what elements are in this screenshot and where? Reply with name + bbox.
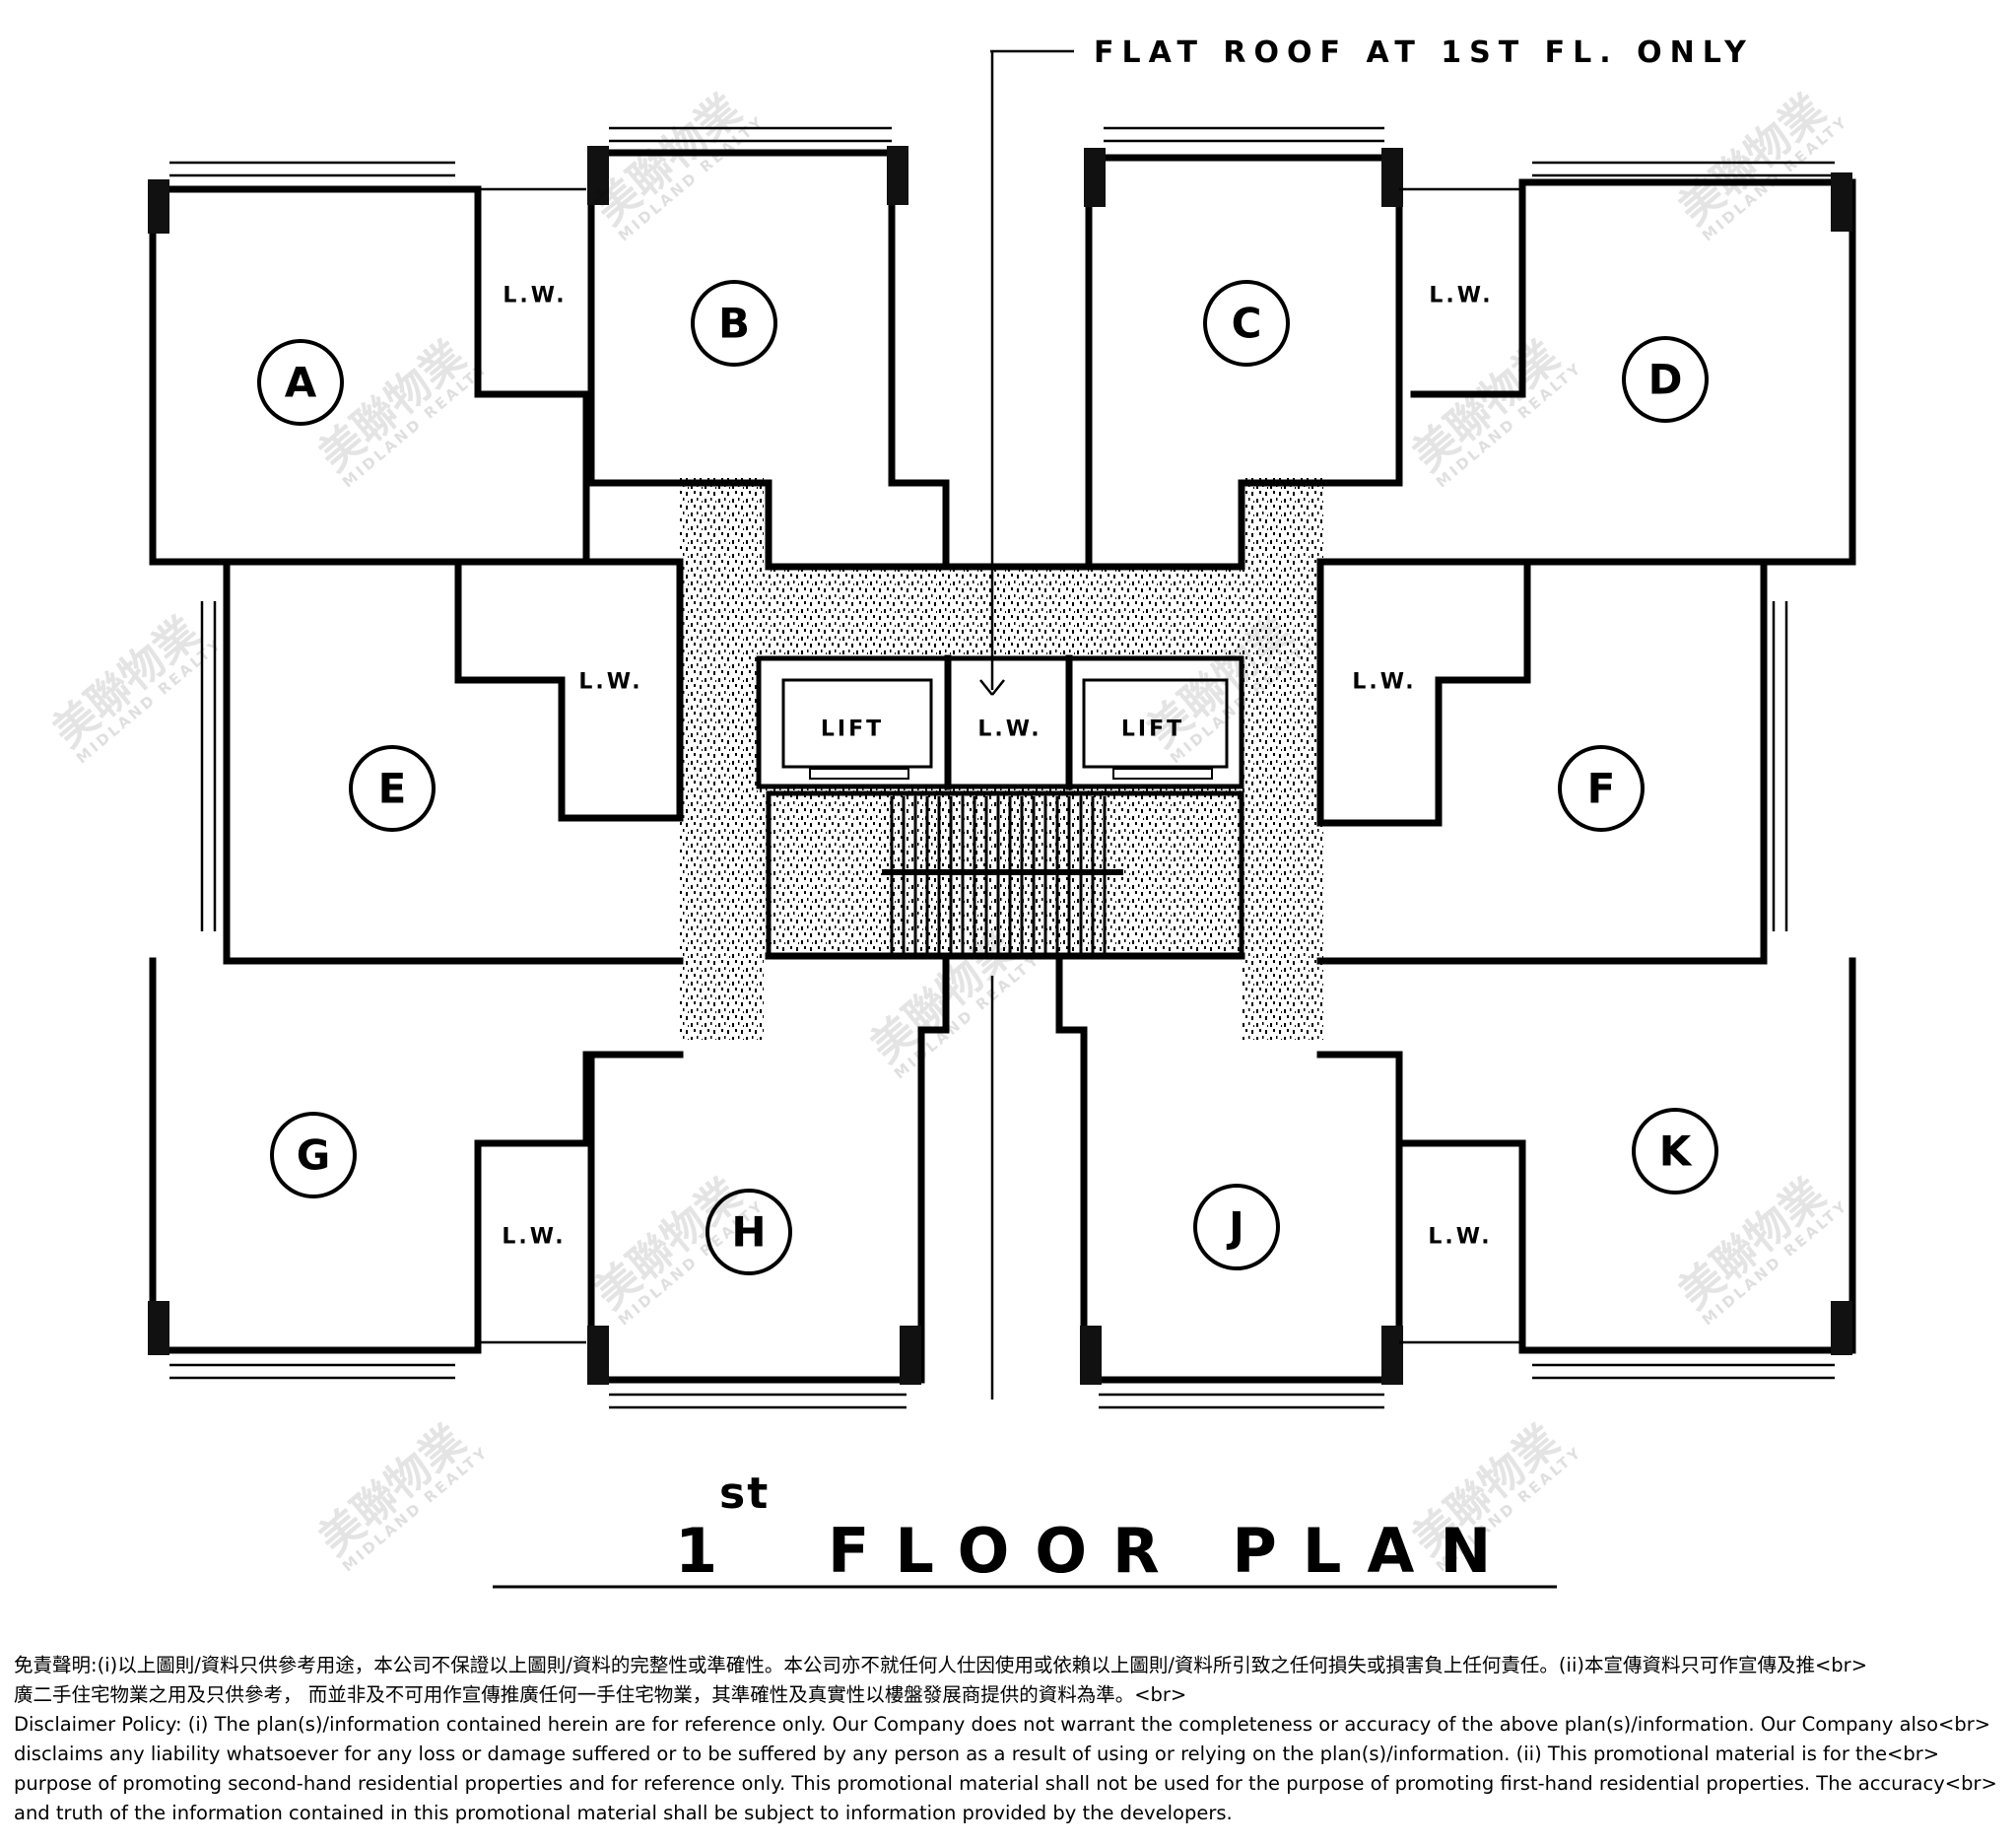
lw-label: L.W.	[502, 1225, 566, 1250]
disclaimer: 免責聲明:(i)以上圖則/資料只供參考用途，本公司不保證以上圖則/資料的完整性或…	[14, 1651, 2004, 1828]
flat-roof-pointer	[979, 49, 1074, 1400]
title-superscript: st	[719, 1469, 770, 1519]
disclaimer-zh-line: 廣二手住宅物業之用及只供參考， 而並非及不可用作宣傳推廣任何一手住宅物業，其準確…	[14, 1683, 1187, 1706]
unit-k-outline	[1399, 957, 1856, 1380]
unit-b-outline	[587, 126, 950, 571]
lift-label: LIFT	[821, 718, 884, 742]
unit-label-a: A	[257, 339, 344, 426]
unit-label-j: J	[1193, 1184, 1280, 1270]
svg-text:K: K	[1659, 1128, 1693, 1176]
unit-f-outline	[1316, 563, 1788, 965]
svg-text:H: H	[731, 1208, 766, 1257]
svg-text:J: J	[1226, 1203, 1244, 1252]
unit-a-outline	[148, 161, 684, 566]
svg-text:D: D	[1648, 356, 1683, 404]
lift-label: LIFT	[1121, 718, 1184, 742]
unit-label-g: G	[270, 1112, 357, 1198]
disclaimer-zh-line: 免責聲明:(i)以上圖則/資料只供參考用途，本公司不保證以上圖則/資料的完整性或…	[14, 1654, 1868, 1676]
disclaimer-en-line: disclaims any liability whatsoever for a…	[14, 1742, 1940, 1765]
lw-label: L.W.	[1429, 284, 1493, 308]
svg-text:F: F	[1587, 765, 1616, 813]
lw-label: L.W.	[1428, 1225, 1492, 1250]
svg-text:G: G	[297, 1131, 330, 1180]
lw-label: L.W.	[1352, 670, 1416, 695]
flat-roof-note: FLAT ROOF AT 1ST FL. ONLY	[1094, 35, 1754, 70]
unit-j-outline	[1055, 957, 1403, 1409]
lift-core	[756, 654, 1244, 790]
unit-label-e: E	[349, 745, 436, 832]
svg-text:E: E	[378, 765, 407, 813]
common-corridor	[680, 478, 1325, 1040]
unit-h-outline	[587, 957, 950, 1409]
svg-text:C: C	[1232, 300, 1262, 348]
unit-label-b: B	[691, 280, 777, 367]
unit-g-outline	[148, 957, 590, 1380]
floor-plan-drawing: A B C D E F G H J K L.W. L.W. L.W. L.W. …	[43, 35, 1856, 1589]
unit-d-outline	[1316, 161, 1856, 566]
title-number: 1	[675, 1515, 743, 1587]
svg-text:B: B	[718, 300, 750, 348]
disclaimer-en-line: purpose of promoting second-hand residen…	[14, 1772, 1997, 1795]
svg-text:A: A	[285, 359, 317, 407]
disclaimer-en-line: Disclaimer Policy: (i) The plan(s)/infor…	[14, 1713, 1991, 1736]
unit-label-h: H	[706, 1189, 792, 1275]
lw-label: L.W.	[578, 670, 642, 695]
unit-label-f: F	[1558, 745, 1645, 832]
unit-e-outline	[200, 563, 684, 965]
unit-label-d: D	[1622, 336, 1709, 423]
unit-label-c: C	[1203, 280, 1290, 367]
unit-c-outline	[1084, 126, 1403, 571]
unit-label-k: K	[1632, 1108, 1718, 1195]
lw-label: L.W.	[977, 718, 1042, 742]
lw-label: L.W.	[503, 284, 567, 308]
title-text: FLOOR PLAN	[828, 1515, 1516, 1587]
disclaimer-en-line: and truth of the information contained i…	[14, 1802, 1233, 1824]
plan-title: 1 st FLOOR PLAN	[493, 1469, 1557, 1589]
staircase	[765, 790, 1245, 960]
